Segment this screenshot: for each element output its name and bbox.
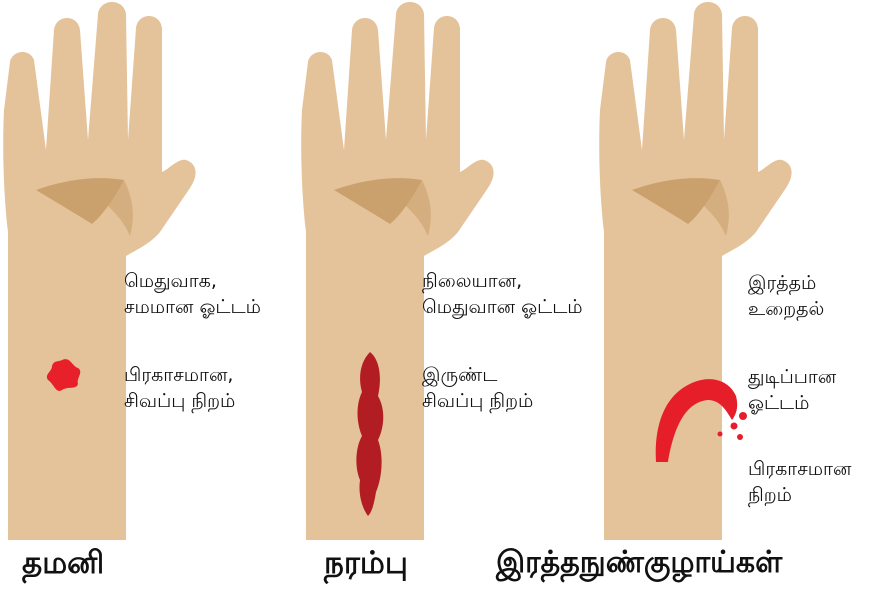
note-flow: நிலையான, மெதுவான ஓட்டம்: [422, 268, 583, 320]
panel-capillaries: இரத்தம் உறைதல் துடிப்பான ஓட்டம் பிரகாசமா…: [596, 0, 878, 540]
note-color: பிரகாசமான நிறம்: [748, 456, 851, 508]
caption-vein: நரம்பு: [324, 545, 408, 585]
blood-droplet: [718, 432, 723, 437]
caption-capillaries: இரத்தநுண்குழாய்கள்: [496, 545, 782, 584]
panel-artery: மெதுவாக, சமமான ஓட்டம் பிரகாசமான, சிவப்பு…: [0, 0, 290, 540]
note-flow: மெதுவாக, சமமான ஓட்டம்: [124, 268, 261, 320]
note-color: பிரகாசமான, சிவப்பு நிறம்: [124, 362, 235, 414]
caption-artery: தமனி: [22, 545, 104, 585]
blood-droplet: [739, 412, 747, 420]
note-clotting: இரத்தம் உறைதல்: [748, 270, 824, 322]
panel-vein: நிலையான, மெதுவான ஓட்டம் இருண்ட சிவப்பு ந…: [298, 0, 588, 540]
blood-droplet: [731, 423, 738, 430]
note-color: இருண்ட சிவப்பு நிறம்: [422, 362, 533, 414]
blood-droplet: [737, 434, 743, 440]
note-flow: துடிப்பான ஓட்டம்: [748, 364, 836, 416]
